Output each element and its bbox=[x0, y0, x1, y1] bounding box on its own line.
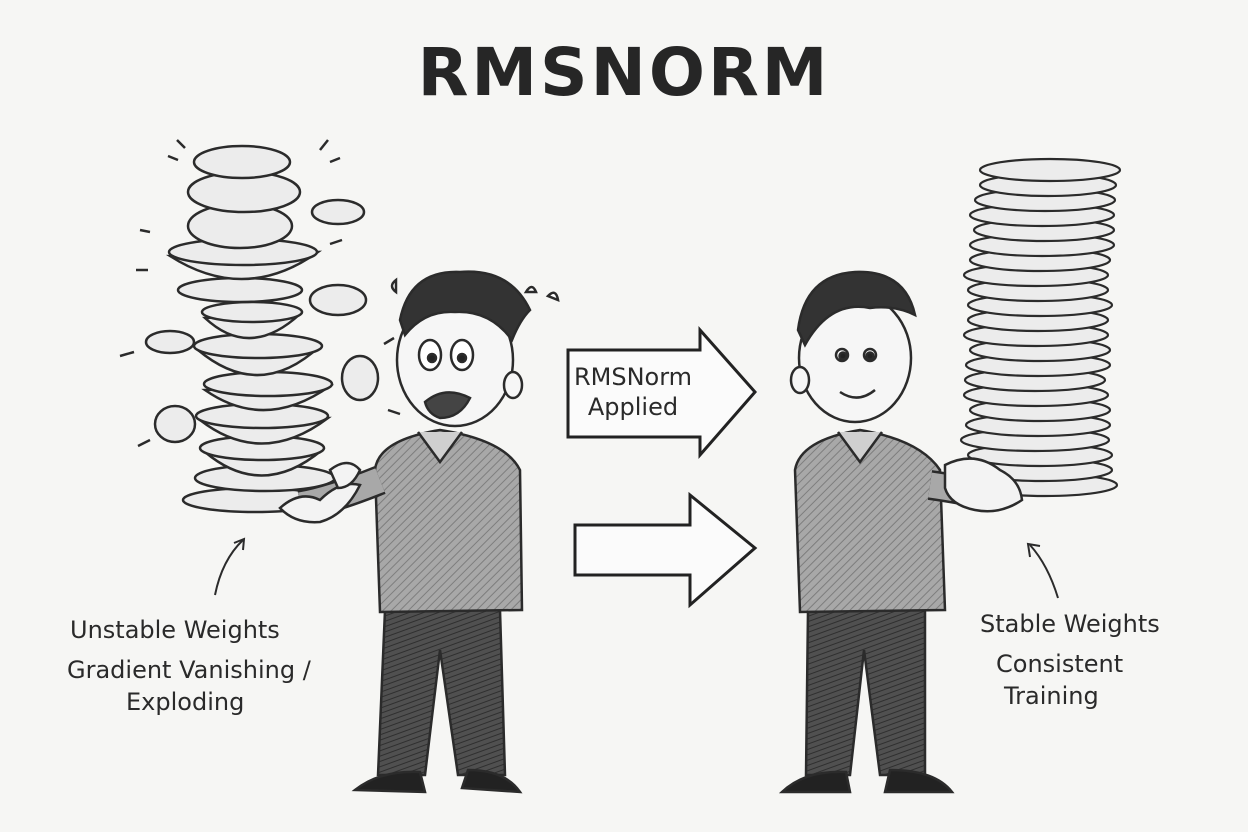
right-caption-line2: Consistent bbox=[996, 650, 1124, 678]
calm-person bbox=[778, 270, 1024, 794]
arrow-top bbox=[566, 326, 757, 459]
right-caption-line1: Stable Weights bbox=[980, 610, 1160, 638]
arrow-label: RMSNorm Applied bbox=[558, 362, 708, 422]
unstable-plate-stack bbox=[119, 139, 401, 514]
left-caption-line3: Exploding bbox=[126, 688, 245, 716]
right-pointer-arrow bbox=[1026, 542, 1059, 599]
stressed-person bbox=[278, 270, 560, 794]
stable-plate-stack bbox=[959, 157, 1122, 498]
left-pointer-arrow bbox=[214, 537, 246, 596]
left-caption-line1: Unstable Weights bbox=[70, 616, 280, 644]
right-caption-line3: Training bbox=[1004, 682, 1099, 710]
arrow-bottom bbox=[573, 491, 758, 609]
arrow-label-line2: Applied bbox=[587, 393, 679, 421]
page-title: RMSNORM bbox=[417, 34, 831, 111]
arrow-label-line1: RMSNorm bbox=[573, 363, 693, 391]
left-caption-line2: Gradient Vanishing / bbox=[67, 656, 311, 684]
